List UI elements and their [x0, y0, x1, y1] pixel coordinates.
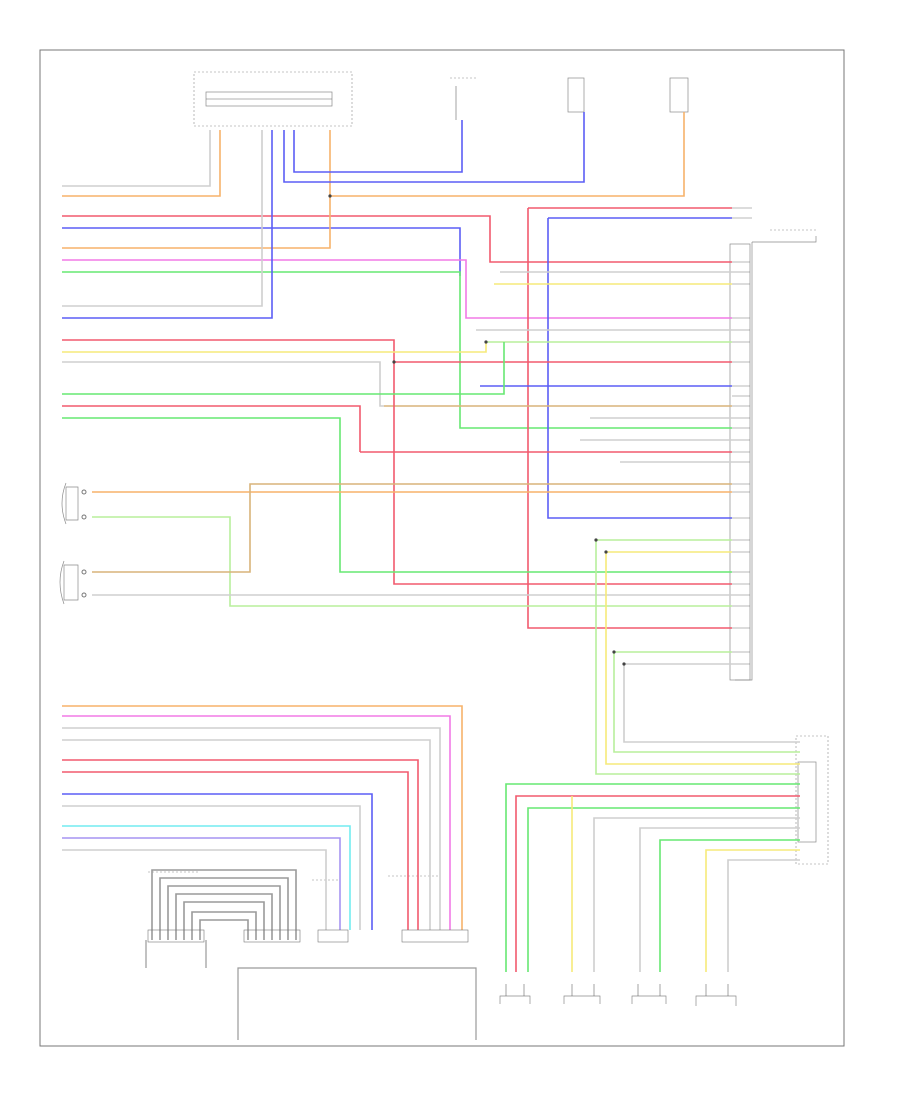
right-rear-speaker — [695, 984, 737, 1006]
connector-pins — [732, 207, 752, 665]
left-door-speaker — [59, 560, 87, 605]
top-connector-2 — [450, 77, 476, 120]
lower-right-connector — [795, 735, 829, 865]
diagram-frame — [39, 49, 845, 1047]
bottom-connector-pins — [147, 929, 469, 943]
combination-meter-connector — [193, 71, 353, 127]
stereo-amplifier-connector — [729, 229, 817, 681]
rear-speaker — [631, 984, 667, 1004]
top-connector-3 — [567, 77, 585, 113]
splice-points — [328, 194, 626, 666]
lower-left-unit — [145, 871, 207, 968]
wire-group — [62, 112, 800, 972]
right-door-speaker — [61, 482, 87, 525]
right-tweeter — [563, 984, 601, 1004]
left-tweeter — [499, 984, 531, 1004]
top-connector-4 — [669, 77, 689, 113]
